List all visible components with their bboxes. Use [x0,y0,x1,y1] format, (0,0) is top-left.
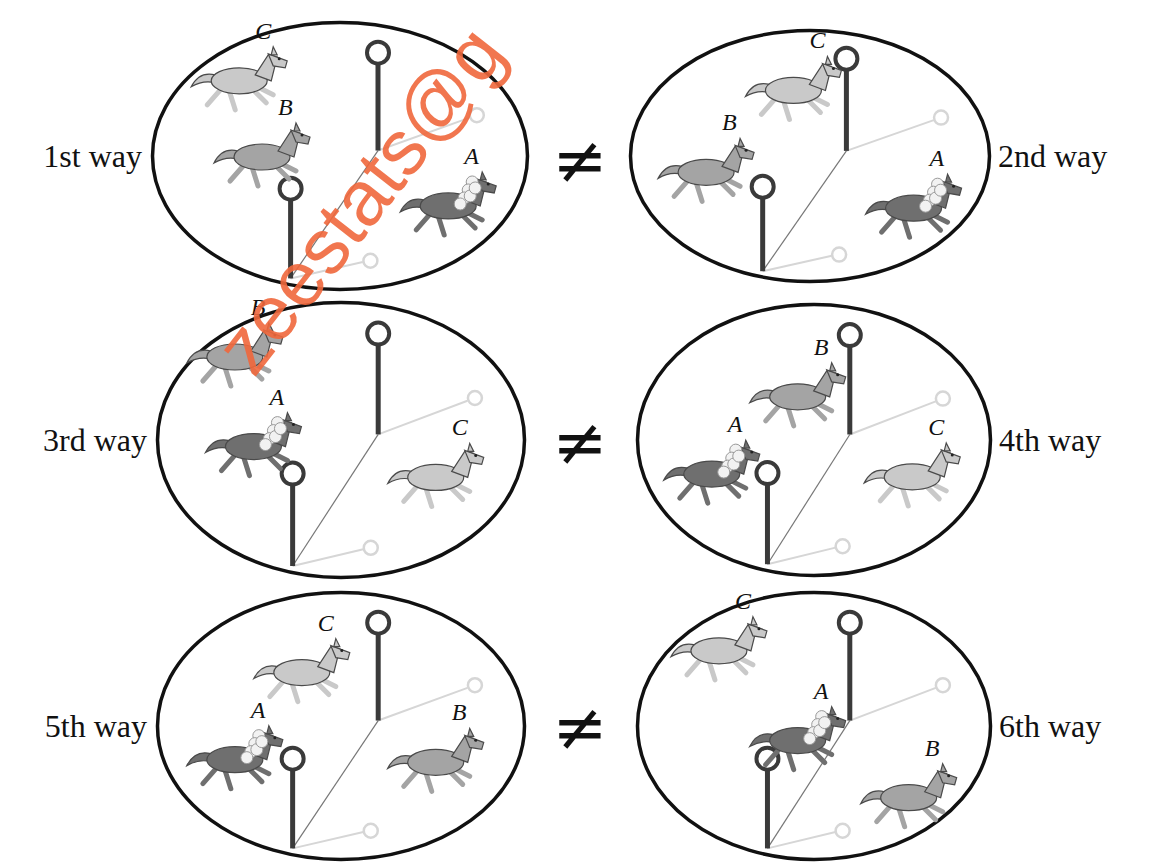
not-equal-sign-holder: ≠ [552,689,607,766]
way-label: 2nd way [998,138,1107,174]
horse-letter: C [452,414,468,440]
arrangement-ellipse: 5th wayCAB [155,590,527,862]
horse-letter-holder: C [452,414,468,441]
horse [658,138,754,201]
horse [750,707,846,770]
horse-letter: A [728,411,743,437]
horse [187,726,283,789]
horse-letter-holder: A [930,145,945,172]
ellipse-outline [635,590,993,862]
way-label: 1st way [43,138,142,174]
horse-letter: C [318,610,334,636]
arrangement-ellipse: 6th wayCAB [635,590,993,862]
horse [388,728,484,791]
horse [671,617,767,680]
horse-letter: B [814,334,829,360]
horse-letter-holder: C [255,18,271,45]
way-label-holder: 3rd way [43,422,147,459]
way-label-holder: 4th way [999,422,1101,459]
horse-letter-holder: B [278,94,293,121]
way-label: 3rd way [43,422,147,458]
horse-letter-holder: B [925,735,940,762]
horse-letter: A [930,145,945,171]
horse [254,639,350,702]
horse-letter-holder: B [452,699,467,726]
horse-letter-holder: C [809,27,825,54]
horse [861,764,957,827]
horse-letter: B [722,109,737,135]
horse-letter: A [464,143,479,169]
horse [745,56,841,119]
way-label: 6th way [999,708,1101,744]
not-equal-sign: ≠ [552,689,607,766]
arrangement-ellipse: 2nd wayCBA [628,28,992,284]
horse-letter: A [814,678,829,704]
horse-letter-holder: C [318,610,334,637]
horse-letter-holder: B [814,334,829,361]
arrangement-ellipse: 4th wayBAC [635,302,993,578]
horse-letter-holder: A [269,384,284,411]
horse [664,440,760,503]
horse-letter: B [278,94,293,120]
not-equal-sign: ≠ [552,404,607,481]
way-label-holder: 6th way [999,708,1101,745]
horse [864,443,960,506]
horse-letter: C [809,27,825,53]
way-label-holder: 2nd way [998,138,1107,175]
horse-letter: C [255,18,271,44]
horse-letter: B [925,735,940,761]
horse-letter-holder: A [728,411,743,438]
way-label-holder: 5th way [45,708,147,745]
horse [750,363,846,426]
not-equal-sign-holder: ≠ [552,404,607,481]
horse-letter-holder: A [814,678,829,705]
horse-letter: C [735,588,751,614]
horse [866,174,962,237]
horse-letter: B [452,699,467,725]
way-label-holder: 1st way [43,138,142,175]
horse-letter: C [928,414,944,440]
not-equal-sign-holder: ≠ [552,122,607,199]
horse [191,47,287,110]
horse-letter-holder: A [464,143,479,170]
horse [214,123,310,186]
horse-letter-holder: A [251,697,266,724]
horse [205,413,301,476]
horse-letter-holder: C [928,414,944,441]
not-equal-sign: ≠ [552,122,607,199]
way-label: 4th way [999,422,1101,458]
horse [388,443,484,506]
horse-letter-holder: B [722,109,737,136]
horse-letter: A [269,384,284,410]
horse-letter: A [251,697,266,723]
way-label: 5th way [45,708,147,744]
horse-letter-holder: C [735,588,751,615]
ellipse-outline [155,590,527,862]
